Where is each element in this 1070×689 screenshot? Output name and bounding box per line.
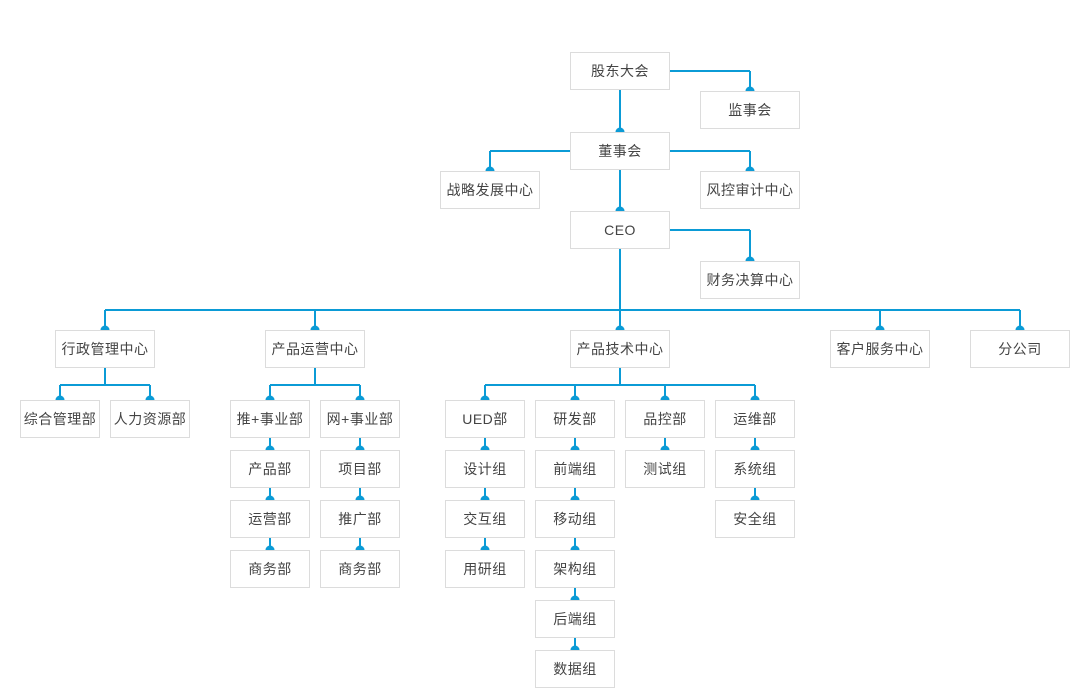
org-node-label: 运维部 (733, 411, 777, 427)
org-node-label: 分公司 (998, 341, 1042, 357)
org-node-label: 系统组 (733, 461, 777, 477)
org-node-label: 产品部 (248, 461, 292, 477)
org-node-ops_b2[interactable]: 项目部 (320, 450, 400, 488)
org-node-label: 测试组 (643, 461, 687, 477)
org-node-label: 产品技术中心 (576, 341, 664, 357)
org-node-label: 综合管理部 (23, 411, 97, 427)
org-node-rd1[interactable]: 研发部 (535, 400, 615, 438)
org-node-label: 交互组 (463, 511, 507, 527)
org-node-ops_a1[interactable]: 推+事业部 (230, 400, 310, 438)
org-node-riskaudit[interactable]: 风控审计中心 (700, 171, 800, 209)
org-node-label: 行政管理中心 (61, 341, 149, 357)
org-node-rd2[interactable]: 前端组 (535, 450, 615, 488)
org-node-label: 设计组 (463, 461, 507, 477)
org-node-label: 后端组 (553, 611, 597, 627)
org-node-label: 董事会 (598, 143, 642, 159)
org-node-label: 客户服务中心 (836, 341, 924, 357)
org-node-label: 用研组 (463, 561, 507, 577)
org-node-ops1[interactable]: 运维部 (715, 400, 795, 438)
org-node-label: 监事会 (728, 102, 772, 118)
org-node-ceo[interactable]: CEO (570, 211, 670, 249)
org-node-prodtech[interactable]: 产品技术中心 (570, 330, 670, 368)
org-node-admin2[interactable]: 人力资源部 (110, 400, 190, 438)
org-node-finance[interactable]: 财务决算中心 (700, 261, 800, 299)
org-node-label: 移动组 (553, 511, 597, 527)
org-node-qa1[interactable]: 品控部 (625, 400, 705, 438)
org-node-label: 运营部 (248, 511, 292, 527)
org-node-label: 网+事业部 (326, 411, 394, 427)
org-node-admin1[interactable]: 综合管理部 (20, 400, 100, 438)
org-node-ops_a2[interactable]: 产品部 (230, 450, 310, 488)
org-node-ops_a3[interactable]: 运营部 (230, 500, 310, 538)
org-node-ops_a4[interactable]: 商务部 (230, 550, 310, 588)
org-node-label: 安全组 (733, 511, 777, 527)
org-node-label: 品控部 (643, 411, 687, 427)
org-node-label: 商务部 (338, 561, 382, 577)
org-node-label: 研发部 (553, 411, 597, 427)
org-node-label: 数据组 (553, 661, 597, 677)
org-node-label: 项目部 (338, 461, 382, 477)
org-node-label: 风控审计中心 (706, 182, 794, 198)
org-node-ops_b3[interactable]: 推广部 (320, 500, 400, 538)
org-node-label: UED部 (462, 411, 508, 427)
org-node-branch[interactable]: 分公司 (970, 330, 1070, 368)
org-node-admin[interactable]: 行政管理中心 (55, 330, 155, 368)
org-node-ued1[interactable]: UED部 (445, 400, 525, 438)
org-node-shareholders[interactable]: 股东大会 (570, 52, 670, 90)
org-node-rd4[interactable]: 架构组 (535, 550, 615, 588)
org-node-label: 推+事业部 (236, 411, 304, 427)
org-node-qa2[interactable]: 测试组 (625, 450, 705, 488)
org-node-ops_b1[interactable]: 网+事业部 (320, 400, 400, 438)
org-node-rd3[interactable]: 移动组 (535, 500, 615, 538)
org-node-strategy[interactable]: 战略发展中心 (440, 171, 540, 209)
org-node-label: 战略发展中心 (446, 182, 534, 198)
org-node-board[interactable]: 董事会 (570, 132, 670, 170)
org-node-label: 人力资源部 (113, 411, 187, 427)
org-node-ued3[interactable]: 交互组 (445, 500, 525, 538)
org-node-prodops[interactable]: 产品运营中心 (265, 330, 365, 368)
org-node-ops2[interactable]: 系统组 (715, 450, 795, 488)
org-node-ued4[interactable]: 用研组 (445, 550, 525, 588)
org-node-label: 前端组 (553, 461, 597, 477)
org-node-label: 财务决算中心 (706, 272, 794, 288)
org-node-customer[interactable]: 客户服务中心 (830, 330, 930, 368)
org-node-label: 商务部 (248, 561, 292, 577)
org-node-rd5[interactable]: 后端组 (535, 600, 615, 638)
org-node-label: 产品运营中心 (271, 341, 359, 357)
org-node-supervisory[interactable]: 监事会 (700, 91, 800, 129)
org-node-ops_b4[interactable]: 商务部 (320, 550, 400, 588)
org-node-ops3[interactable]: 安全组 (715, 500, 795, 538)
org-node-label: 架构组 (553, 561, 597, 577)
org-node-rd6[interactable]: 数据组 (535, 650, 615, 688)
org-node-label: 股东大会 (591, 63, 649, 79)
org-node-label: 推广部 (338, 511, 382, 527)
org-node-label: CEO (604, 222, 636, 238)
org-node-ued2[interactable]: 设计组 (445, 450, 525, 488)
